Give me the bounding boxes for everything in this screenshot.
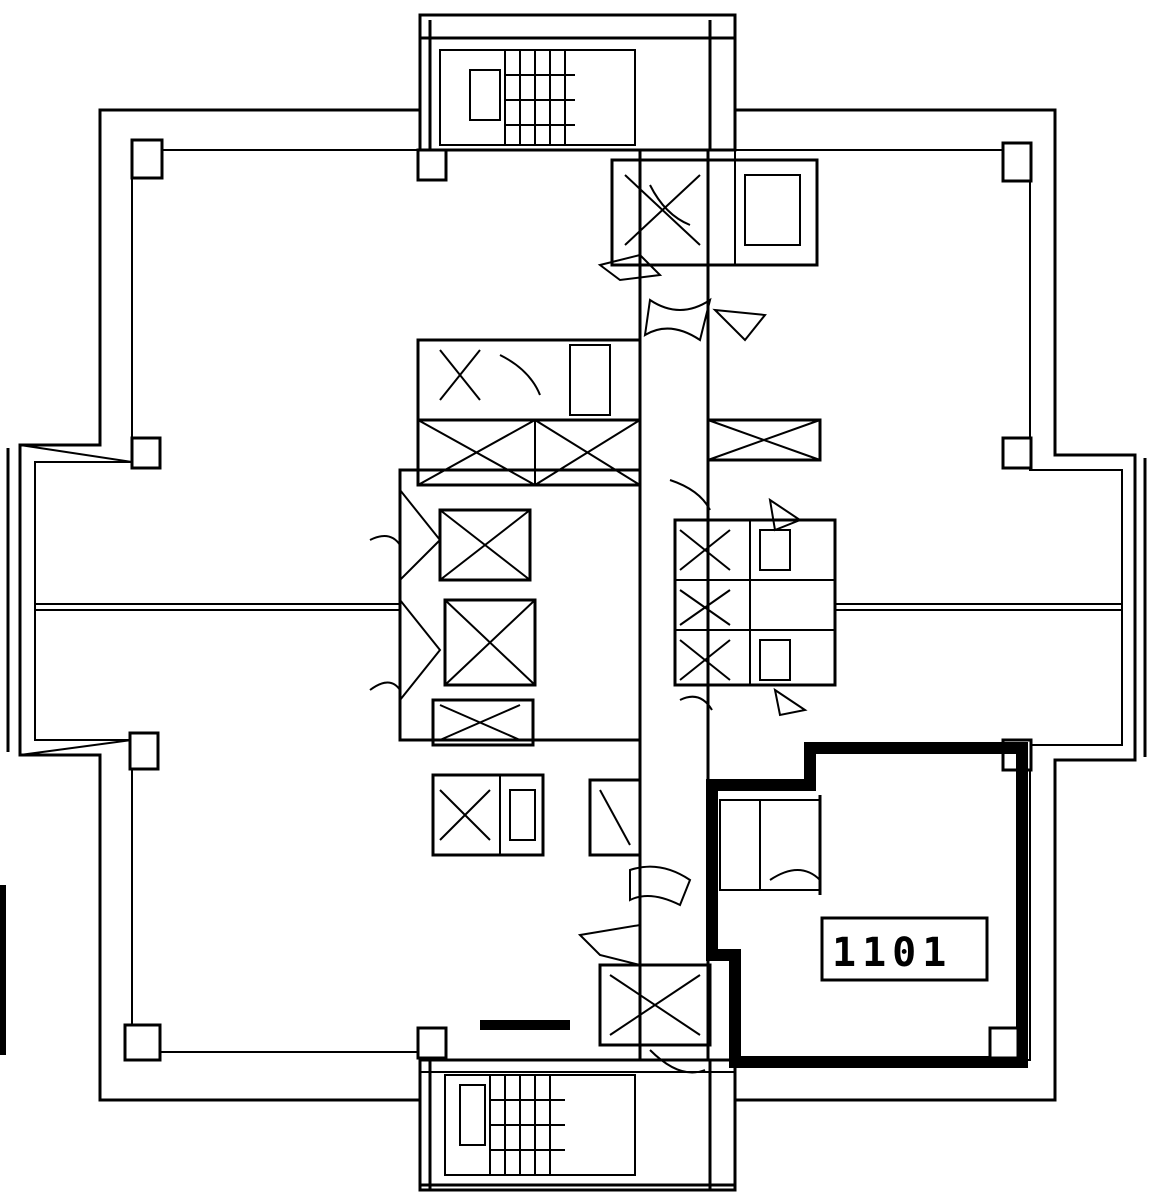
right-core	[669, 418, 837, 717]
unit-number: 1101	[832, 930, 952, 976]
elevator-1	[438, 508, 532, 582]
outer-walls	[6, 13, 1147, 1192]
columns	[123, 138, 1033, 1062]
unit-number-box	[820, 916, 989, 982]
edge-fragment	[0, 885, 6, 1055]
upper-right-service	[597, 158, 819, 342]
lower-left-core	[431, 773, 642, 857]
lower-service	[577, 865, 712, 1074]
left-core	[369, 338, 642, 747]
top-stair-core	[418, 20, 737, 152]
bottom-stair-core	[418, 1020, 737, 1190]
unit-1101: 1101	[706, 742, 1028, 1068]
stair-treads-bottom	[459, 1075, 565, 1175]
stair-treads-top	[469, 50, 575, 145]
elevator-2	[443, 598, 537, 687]
